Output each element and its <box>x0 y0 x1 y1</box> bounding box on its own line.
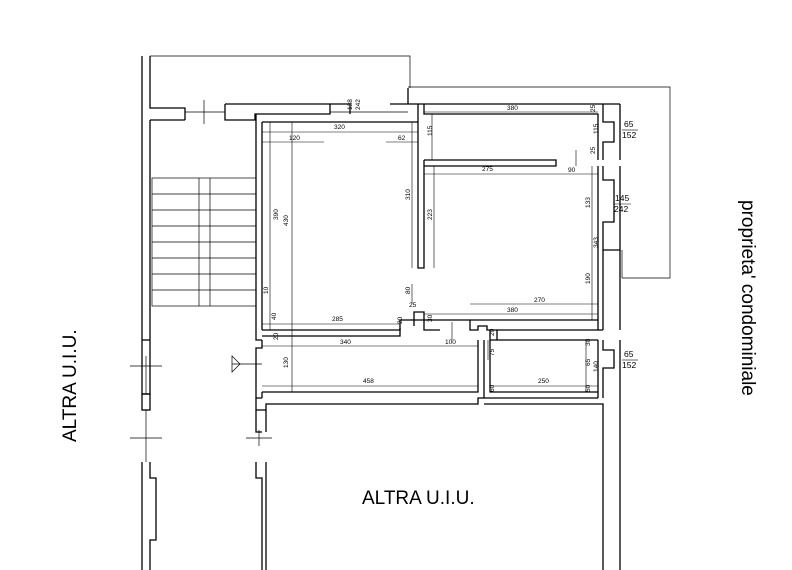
dimension-lines <box>262 111 598 392</box>
dim-380-top: 380 <box>507 105 518 112</box>
dim-120: 120 <box>289 135 300 142</box>
left-unit-label: ALTRA U.I.U. <box>60 329 81 442</box>
dim-250: 250 <box>538 378 549 385</box>
dim-458: 458 <box>363 378 374 385</box>
dim-242-right: 242 <box>614 204 628 214</box>
dim-310: 310 <box>405 189 412 200</box>
dim-242-top: 242 <box>355 99 362 110</box>
dim-20-b: 20 <box>273 332 280 340</box>
dim-30-b: 30 <box>585 338 592 346</box>
dim-133: 133 <box>585 197 592 208</box>
apartment-walls <box>255 88 621 411</box>
dim-190: 190 <box>585 273 592 284</box>
dim-50: 50 <box>585 384 592 392</box>
dim-145: 145 <box>615 193 629 203</box>
dim-152-low: 152 <box>622 360 636 370</box>
dim-390: 390 <box>273 209 280 220</box>
section-marker <box>231 355 262 373</box>
dim-65-top: 65 <box>624 119 634 129</box>
dim-223: 223 <box>427 209 434 220</box>
lower-unit-walls <box>246 398 621 570</box>
dim-100: 100 <box>445 339 456 346</box>
dim-25-top: 25 <box>590 104 597 112</box>
dim-140: 140 <box>593 361 600 372</box>
dim-343: 343 <box>593 237 600 248</box>
staircase <box>151 177 257 307</box>
dim-20-c: 20 <box>489 328 496 336</box>
dim-20-a: 20 <box>397 316 404 324</box>
dim-30-a: 30 <box>427 314 434 322</box>
dim-115-right: 115 <box>593 123 600 134</box>
stair-block-walls <box>141 56 331 341</box>
dim-130: 130 <box>283 357 290 368</box>
dim-65-low: 65 <box>624 349 634 359</box>
dim-430: 430 <box>283 215 290 226</box>
dim-25-low: 25 <box>409 302 417 309</box>
courtyard-outline <box>150 55 671 279</box>
right-condominium-label: proprieta' condominiale <box>737 200 758 396</box>
dim-152-top: 152 <box>622 130 636 140</box>
dim-380-low: 380 <box>507 307 518 314</box>
dim-285: 285 <box>332 316 343 323</box>
dim-60: 60 <box>489 384 496 392</box>
dim-320: 320 <box>334 124 345 131</box>
bottom-unit-label: ALTRA U.I.U. <box>362 488 475 509</box>
dim-340: 340 <box>340 339 351 346</box>
dim-65-mid: 65 <box>585 358 592 366</box>
dim-115-left: 115 <box>427 125 434 136</box>
dim-80: 80 <box>405 286 412 294</box>
left-unit-walls <box>130 340 162 570</box>
dim-270: 270 <box>534 297 545 304</box>
dim-90: 90 <box>568 167 576 174</box>
dim-275: 275 <box>482 166 493 173</box>
dim-25-mid: 25 <box>590 146 597 154</box>
dim-138: 138 <box>347 99 354 110</box>
dim-10: 10 <box>263 286 270 294</box>
dimension-labels: 320 138 242 120 62 115 380 25 115 65 152… <box>263 99 638 392</box>
dim-40: 40 <box>271 312 278 320</box>
dim-75: 75 <box>489 348 496 356</box>
dim-62: 62 <box>398 135 406 142</box>
